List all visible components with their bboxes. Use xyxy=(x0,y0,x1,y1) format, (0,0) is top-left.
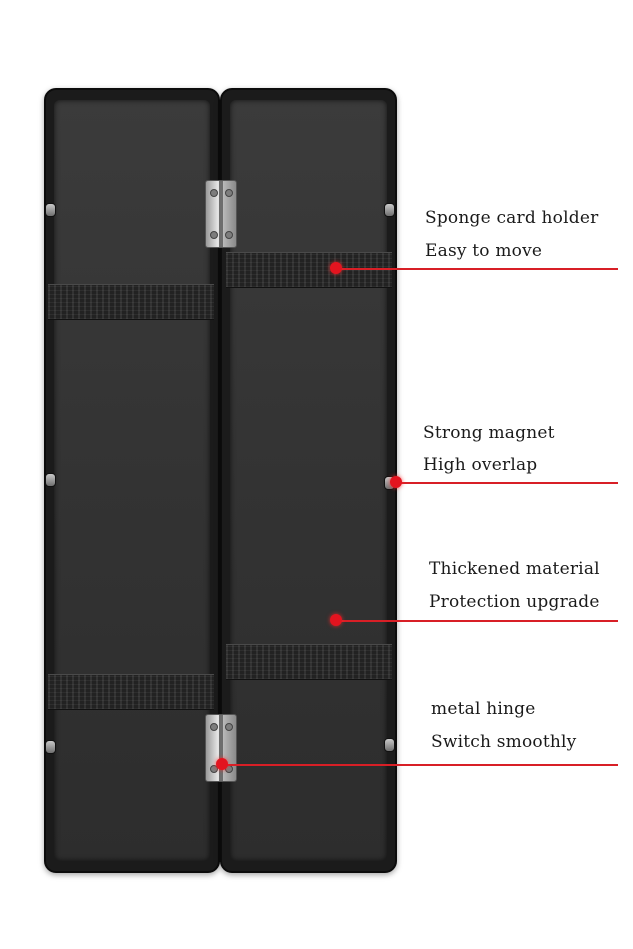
hinge xyxy=(205,180,237,248)
callout-line xyxy=(222,764,618,766)
callout-dot xyxy=(330,614,342,626)
callout-line xyxy=(336,268,618,270)
foam-strip xyxy=(226,252,392,288)
callout-sponge-line1: Sponge card holder xyxy=(425,208,599,228)
callout-dot xyxy=(330,262,342,274)
right-tray xyxy=(230,100,387,861)
center-seam xyxy=(218,100,221,862)
callout-dot xyxy=(390,476,402,488)
callout-material-line2: Protection upgrade xyxy=(429,592,600,612)
callout-line xyxy=(336,620,618,622)
foam-strip xyxy=(48,674,214,710)
callout-magnet-line2: High overlap xyxy=(423,455,538,475)
foam-strip xyxy=(48,284,214,320)
left-case-half xyxy=(44,88,220,873)
callout-hinge-line1: metal hinge xyxy=(431,699,536,719)
magnet-peg xyxy=(45,203,56,217)
magnet-peg xyxy=(45,740,56,754)
magnet-peg xyxy=(384,203,395,217)
magnet-peg xyxy=(45,473,56,487)
right-case-half xyxy=(220,88,397,873)
callout-dot xyxy=(216,758,228,770)
callout-line xyxy=(396,482,618,484)
callout-material-line1: Thickened material xyxy=(429,559,600,579)
callout-magnet-line1: Strong magnet xyxy=(423,423,555,443)
magnet-peg xyxy=(384,738,395,752)
callout-hinge-line2: Switch smoothly xyxy=(431,732,577,752)
callout-sponge-line2: Easy to move xyxy=(425,241,543,261)
foam-strip xyxy=(226,644,392,680)
hinge xyxy=(205,714,237,782)
left-tray xyxy=(54,100,210,861)
